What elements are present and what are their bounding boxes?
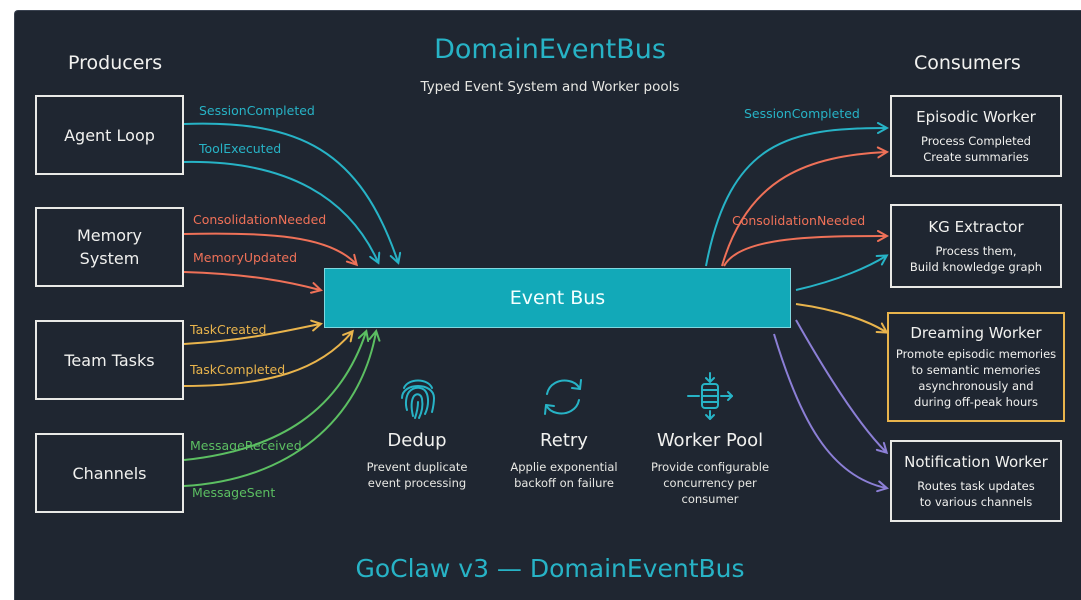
consumer-description: Routes task updates to various channels bbox=[917, 478, 1035, 509]
producer-channels: Channels bbox=[35, 433, 184, 513]
diagram-title: DomainEventBus bbox=[434, 34, 666, 65]
consumer-title: Dreaming Worker bbox=[910, 324, 1042, 342]
arrow-session-completed-out bbox=[705, 128, 886, 267]
arrow-bus-to-notification-worker bbox=[795, 319, 886, 452]
consumer-description: Promote episodic memories to semantic me… bbox=[895, 347, 1057, 409]
event-bus-label: Event Bus bbox=[509, 287, 606, 309]
producers-heading: Producers bbox=[68, 52, 163, 74]
arrow-consolidation-needed-in bbox=[183, 232, 356, 264]
consumer-kg-extractor: KG Extractor Process them, Build knowled… bbox=[890, 204, 1062, 288]
consumer-title: Notification Worker bbox=[904, 452, 1048, 471]
feature-retry-description: Applie exponential backoff on failure bbox=[510, 460, 618, 490]
arrow-consolidation-needed-out bbox=[723, 236, 886, 267]
arrow-message-sent-in bbox=[183, 332, 376, 487]
arrow-memory-updated-in bbox=[183, 271, 320, 290]
event-label-consolidation-needed-out: ConsolidationNeeded bbox=[732, 213, 866, 228]
event-label-tool-executed: ToolExecuted bbox=[199, 141, 282, 156]
event-label-task-created: TaskCreated bbox=[190, 322, 267, 337]
producer-label: Channels bbox=[72, 463, 147, 483]
event-label-message-sent: MessageSent bbox=[192, 485, 276, 500]
diagram-footer: GoClaw v3 — DomainEventBus bbox=[355, 554, 745, 583]
event-label-session-completed-out: SessionCompleted bbox=[744, 106, 860, 121]
feature-dedup-title: Dedup bbox=[387, 430, 447, 451]
consumer-title: Episodic Worker bbox=[916, 107, 1036, 126]
arrow-bus-to-dreaming-worker bbox=[795, 303, 886, 332]
feature-retry-title: Retry bbox=[540, 430, 588, 451]
event-label-session-completed: SessionCompleted bbox=[199, 103, 315, 118]
arrow-bus-to-kg-extractor bbox=[795, 256, 886, 291]
event-bus: Event Bus bbox=[324, 268, 791, 328]
consumer-title: KG Extractor bbox=[928, 217, 1024, 236]
producer-memory-system: Memory System bbox=[35, 207, 184, 287]
event-label-memory-updated: MemoryUpdated bbox=[193, 250, 298, 265]
arrow-tool-executed-in bbox=[183, 160, 378, 262]
event-label-message-received: MessageReceived bbox=[190, 438, 302, 453]
arrow-session-completed-in bbox=[183, 122, 398, 262]
producer-label: Team Tasks bbox=[64, 350, 155, 370]
fingerprint-icon bbox=[401, 379, 436, 419]
producer-label: Memory bbox=[76, 226, 143, 245]
event-label-task-completed: TaskCompleted bbox=[190, 362, 286, 377]
consumer-description: Process them, Build knowledge graph bbox=[909, 243, 1043, 274]
consumer-description: Process Completed Create summaries bbox=[920, 133, 1031, 164]
arrow-bus-to-notification-worker-low bbox=[773, 333, 886, 488]
arrow-task-completed-in bbox=[183, 332, 352, 387]
arrow-task-created-in bbox=[183, 324, 320, 345]
consumers-heading: Consumers bbox=[914, 52, 1021, 74]
diagram-subtitle: Typed Event System and Worker pools bbox=[420, 79, 680, 95]
retry-icon bbox=[544, 379, 582, 415]
consumer-dreaming-worker: Dreaming Worker Promote episodic memorie… bbox=[887, 312, 1065, 422]
producer-label: Agent Loop bbox=[64, 125, 155, 145]
consumer-episodic-worker: Episodic Worker Process Completed Create… bbox=[890, 95, 1062, 177]
producer-label: System bbox=[79, 249, 140, 268]
producer-agent-loop: Agent Loop bbox=[35, 95, 184, 175]
arrow-message-received-in bbox=[183, 332, 366, 461]
producer-team-tasks: Team Tasks bbox=[35, 320, 184, 400]
feature-worker-pool-title: Worker Pool bbox=[656, 430, 764, 451]
arrow-consolidation-needed-out-top bbox=[721, 152, 886, 267]
consumer-notification-worker: Notification Worker Routes task updates … bbox=[890, 440, 1062, 522]
feature-worker-pool-description: Provide configurable concurrency per con… bbox=[650, 460, 770, 506]
worker-pool-icon bbox=[687, 372, 733, 420]
event-label-consolidation-needed: ConsolidationNeeded bbox=[193, 212, 327, 227]
feature-dedup-description: Prevent duplicate event processing bbox=[366, 460, 468, 490]
